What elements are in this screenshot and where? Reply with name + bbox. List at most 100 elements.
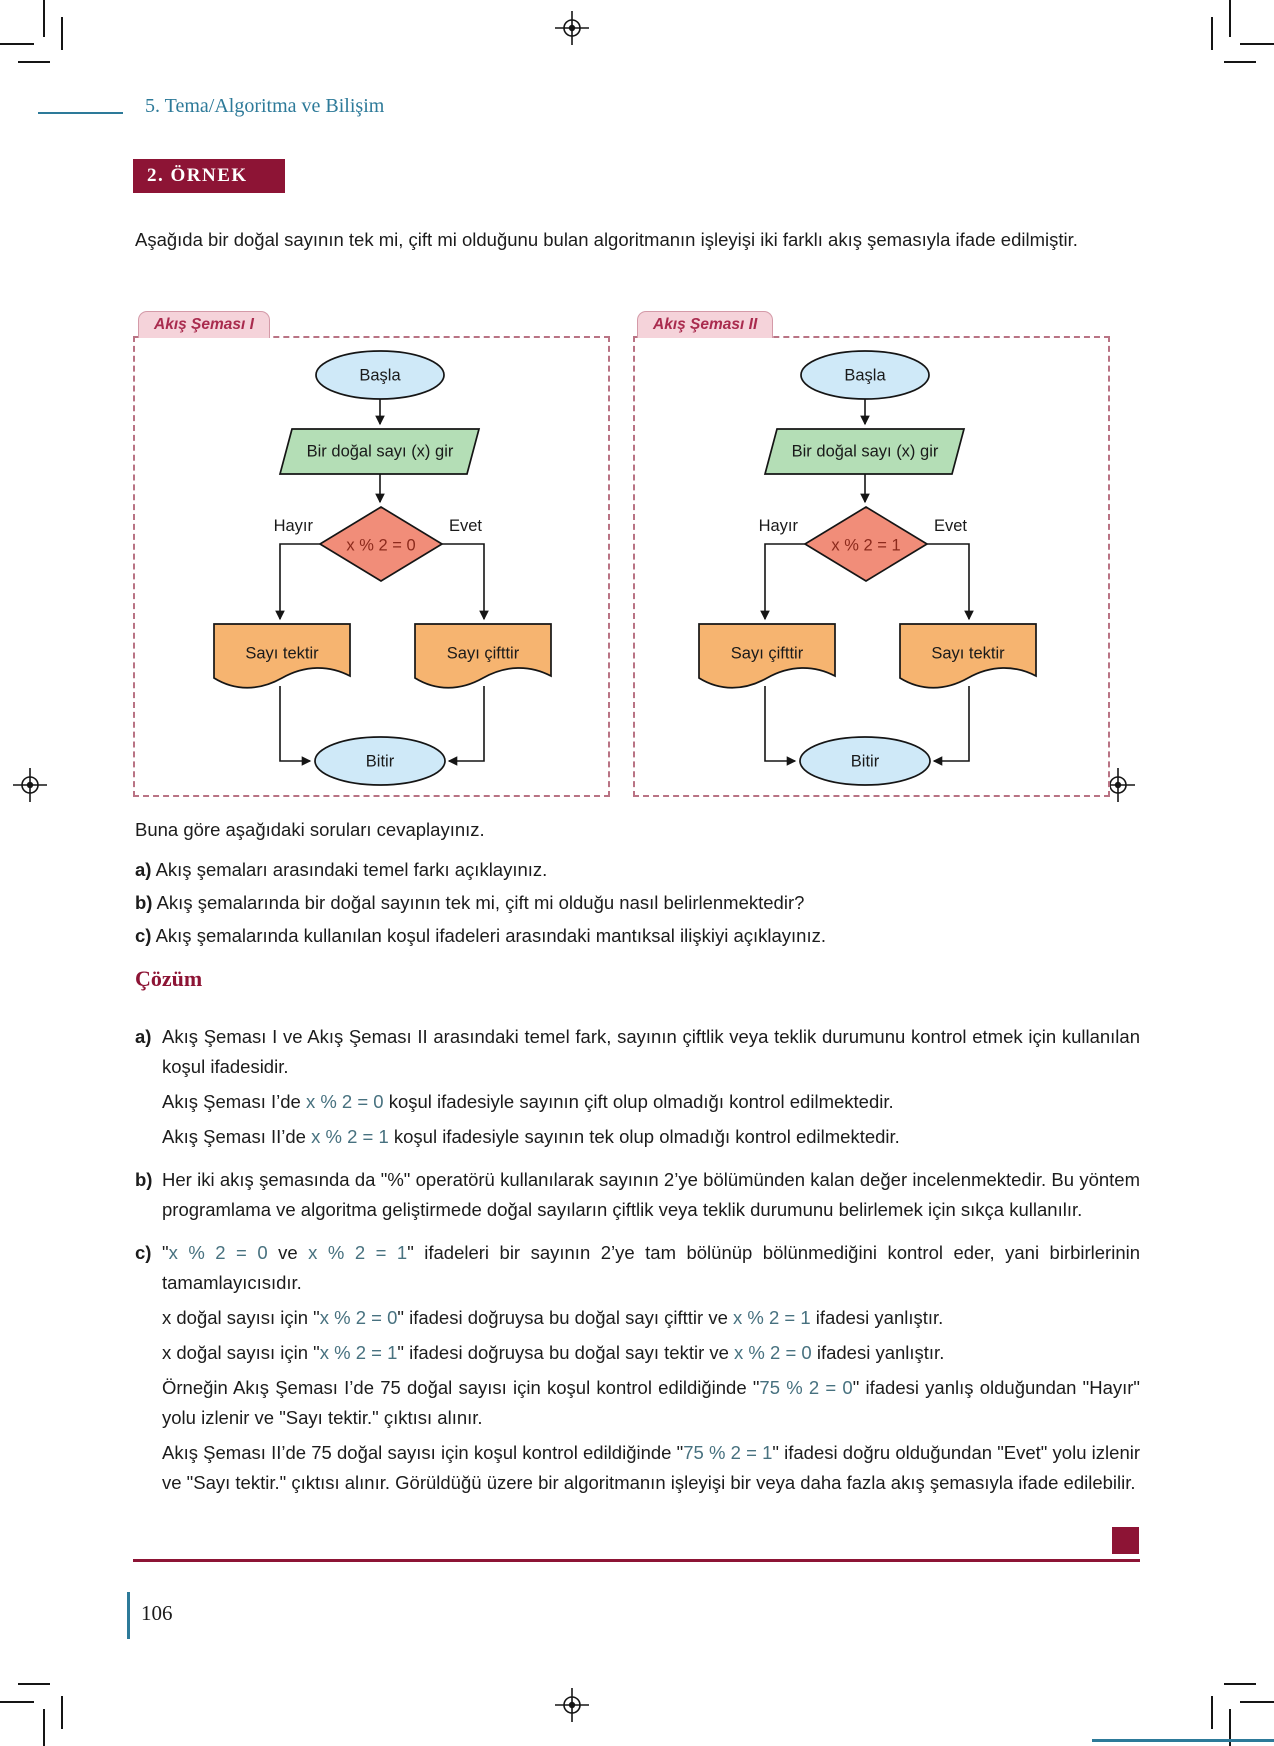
output-document-left [213, 623, 351, 689]
solution-item-b-label: b) [135, 1169, 153, 1190]
right-end-connector [447, 686, 485, 766]
solution-paragraph: Akış Şeması II’de x % 2 = 1 koşul ifades… [162, 1126, 900, 1147]
question-b-label: b) [135, 892, 153, 913]
crop-mark-top-right [1240, 43, 1274, 45]
crop-mark-top-right [1211, 17, 1213, 50]
output-right-label: Sayı çifttir [447, 644, 520, 662]
crop-mark-bottom-left [61, 1696, 63, 1729]
yes-branch-line [442, 543, 489, 621]
crop-mark-top-right [1224, 61, 1256, 63]
output-document-right [899, 623, 1037, 689]
yes-branch-label: Evet [449, 517, 482, 535]
solution-paragraph: Akış Şeması II’de 75 doğal sayısı için k… [162, 1442, 1140, 1493]
intro-paragraph: Aşağıda bir doğal sayının tek mi, çift m… [135, 228, 1078, 250]
crop-mark-bottom-right [1224, 1683, 1256, 1685]
input-label: Bir doğal sayı (x) gir [792, 442, 939, 460]
solution-paragraph: Örneğin Akış Şeması I’de 75 doğal sayısı… [162, 1377, 1140, 1428]
question-a: a) Akış şemaları arasındaki temel farkı … [135, 860, 1140, 880]
input-label: Bir doğal sayı (x) gir [307, 442, 454, 460]
no-branch-label: Hayır [759, 517, 799, 535]
left-end-connector [279, 686, 312, 766]
flowchart-2-panel: Başla Bir doğal sayı (x) gir x % 2 = 1 H… [633, 336, 1110, 797]
crop-mark-top-left [0, 43, 34, 45]
footer-rule [133, 1559, 1140, 1562]
end-terminal [799, 736, 931, 786]
right-end-connector [932, 686, 970, 766]
solution-item-b-body: Her iki akış şemasında da "%" operatörü … [162, 1165, 1140, 1230]
end-terminal [314, 736, 446, 786]
output-left-label: Sayı tektir [245, 644, 319, 662]
no-branch-label: Hayır [274, 517, 314, 535]
solution-item-a: a) Akış Şeması I ve Akış Şeması II arası… [135, 1022, 1140, 1157]
crop-mark-bottom-right [1240, 1701, 1274, 1703]
solution-paragraph: Akış Şeması I’de x % 2 = 0 koşul ifadesi… [162, 1091, 894, 1112]
crop-mark-bottom-left [18, 1683, 50, 1685]
solution-paragraph: "x % 2 = 0 ve x % 2 = 1" ifadeleri bir s… [162, 1242, 1141, 1293]
solution-item-b: b) Her iki akış şemasında da "%" operatö… [135, 1165, 1140, 1230]
solution-paragraph: x doğal sayısı için "x % 2 = 0" ifadesi … [162, 1307, 944, 1328]
output-document-right [414, 623, 552, 689]
question-a-label: a) [135, 859, 152, 880]
solution-item-c-label: c) [135, 1242, 152, 1263]
output-document-left [698, 623, 836, 689]
flowchart-1-panel: Başla Bir doğal sayı (x) gir x % 2 = 0 H… [133, 336, 610, 797]
end-terminal-label: Bitir [366, 752, 395, 770]
condition-label: x % 2 = 1 [831, 536, 900, 554]
header-rule [38, 112, 123, 114]
question-a-text: Akış şemaları arasındaki temel farkı açı… [155, 859, 548, 880]
output-right-label: Sayı tektir [931, 644, 1005, 662]
end-terminal-label: Bitir [851, 752, 880, 770]
no-branch-line [275, 543, 320, 621]
question-b: b) Akış şemalarında bir doğal sayının te… [135, 893, 1140, 913]
questions-section: Buna göre aşağıdaki soruları cevaplayını… [135, 820, 1140, 959]
theme-header: 5. Tema/Algoritma ve Bilişim [145, 95, 385, 117]
decision-diamond [318, 506, 444, 582]
no-branch-line [760, 543, 805, 621]
solution-title: Çözüm [135, 966, 203, 991]
crop-mark-bottom-left [43, 1709, 45, 1746]
solution-section: Çözüm a) Akış Şeması I ve Akış Şeması II… [135, 966, 1140, 1511]
yes-branch-label: Evet [934, 517, 967, 535]
condition-label: x % 2 = 0 [346, 536, 415, 554]
crop-mark-top-left [61, 17, 63, 50]
flowchart-1-diagram: Başla Bir doğal sayı (x) gir x % 2 = 0 H… [213, 350, 552, 786]
solution-paragraph: Her iki akış şemasında da "%" operatörü … [162, 1169, 1140, 1220]
example-label: 2. ÖRNEK [133, 159, 285, 193]
crop-mark-bottom-right [1229, 1709, 1231, 1746]
page-number-bar [127, 1592, 130, 1639]
yes-branch-line [927, 543, 974, 621]
solution-paragraph: x doğal sayısı için "x % 2 = 1" ifadesi … [162, 1342, 945, 1363]
output-left-label: Sayı çifttir [731, 644, 804, 662]
flowchart-2-tab: Akış Şeması II [637, 311, 774, 338]
question-c: c) Akış şemalarında kullanılan koşul ifa… [135, 926, 1140, 946]
left-end-connector [764, 686, 797, 766]
crop-mark-bottom-left [0, 1701, 34, 1703]
solution-paragraph: Akış Şeması I ve Akış Şeması II arasında… [162, 1026, 1140, 1077]
flowchart-2-tab-label: Akış Şeması II [653, 316, 758, 333]
decision-diamond [803, 506, 929, 582]
section-end-square [1112, 1527, 1139, 1554]
questions-lead: Buna göre aşağıdaki soruları cevaplayını… [135, 819, 485, 840]
crop-mark-bottom-right [1211, 1696, 1213, 1729]
start-terminal-label: Başla [844, 366, 886, 384]
crop-mark-top-left [18, 61, 50, 63]
registration-mark-top [555, 11, 589, 45]
flowchart-1-tab: Akış Şeması I [138, 311, 270, 338]
registration-mark-bottom [555, 1688, 589, 1722]
crop-mark-top-right [1229, 0, 1231, 37]
start-terminal-label: Başla [359, 366, 401, 384]
question-b-text: Akış şemalarında bir doğal sayının tek m… [156, 892, 805, 913]
flowchart-2-diagram: Başla Bir doğal sayı (x) gir x % 2 = 1 H… [698, 350, 1037, 786]
solution-item-a-label: a) [135, 1026, 152, 1047]
solution-item-c-body: "x % 2 = 0 ve x % 2 = 1" ifadeleri bir s… [162, 1238, 1140, 1503]
bottom-edge-line [1092, 1739, 1274, 1742]
solution-item-a-body: Akış Şeması I ve Akış Şeması II arasında… [162, 1022, 1140, 1157]
input-parallelogram [278, 428, 481, 475]
question-c-label: c) [135, 925, 152, 946]
registration-mark-right [1101, 768, 1135, 802]
question-c-text: Akış şemalarında kullanılan koşul ifadel… [155, 925, 826, 946]
solution-item-c: c) "x % 2 = 0 ve x % 2 = 1" ifadeleri bi… [135, 1238, 1140, 1503]
crop-mark-top-left [43, 0, 45, 37]
flowchart-1-tab-label: Akış Şeması I [154, 316, 254, 333]
